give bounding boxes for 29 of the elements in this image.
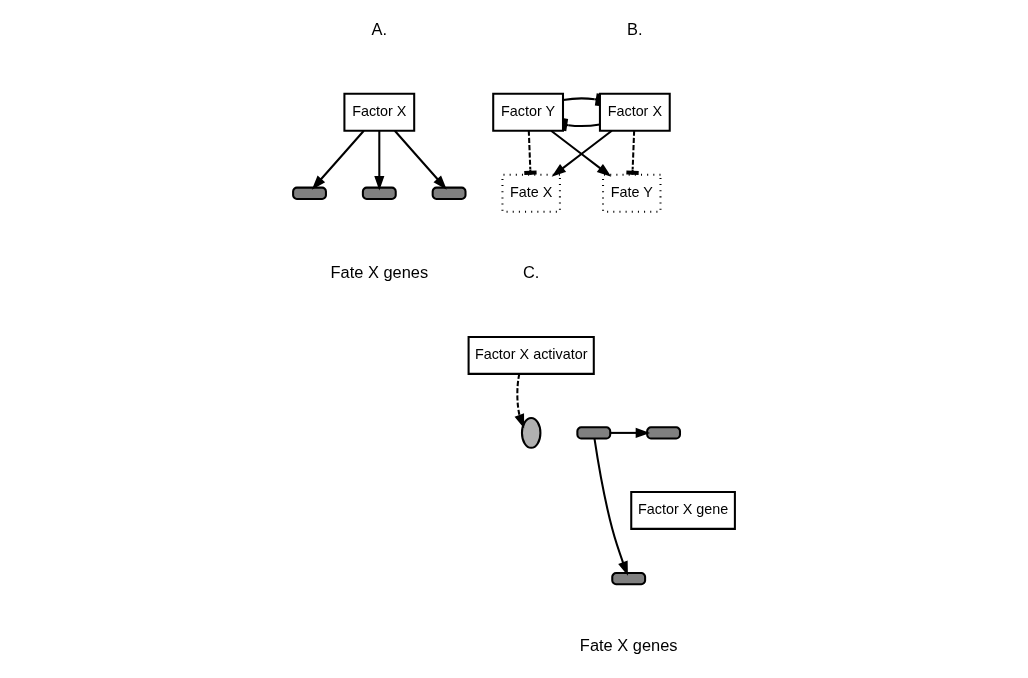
- node-box: Factor X gene: [630, 490, 736, 530]
- arrow: [374, 130, 385, 191]
- arrow: [593, 438, 628, 576]
- connector: [626, 130, 639, 175]
- label: Fate X genes: [330, 263, 429, 282]
- connector: [524, 130, 537, 175]
- node-box: Fate Y: [602, 173, 662, 213]
- connector: [562, 93, 601, 107]
- node-bar: [292, 186, 327, 200]
- arrow: [311, 130, 365, 190]
- node-box: Factor Y: [492, 92, 565, 132]
- arrow: [514, 373, 525, 429]
- arrow: [394, 130, 447, 190]
- node-bar: [576, 426, 612, 440]
- connector: [562, 118, 600, 132]
- node-box: Factor X: [598, 92, 671, 132]
- node-bar: [611, 571, 647, 586]
- label: B.: [627, 20, 643, 39]
- node-bar: [431, 186, 467, 200]
- node-ellipse: [520, 417, 542, 449]
- node-box: Factor X activator: [467, 335, 595, 375]
- label: Fate X genes: [579, 635, 678, 654]
- node-bar: [361, 186, 397, 200]
- node-box: Fate X: [501, 173, 561, 213]
- label: C.: [522, 263, 540, 282]
- arrow: [610, 427, 651, 438]
- node-box: Factor X: [343, 92, 416, 132]
- node-bar: [646, 426, 681, 440]
- label: A.: [371, 20, 388, 39]
